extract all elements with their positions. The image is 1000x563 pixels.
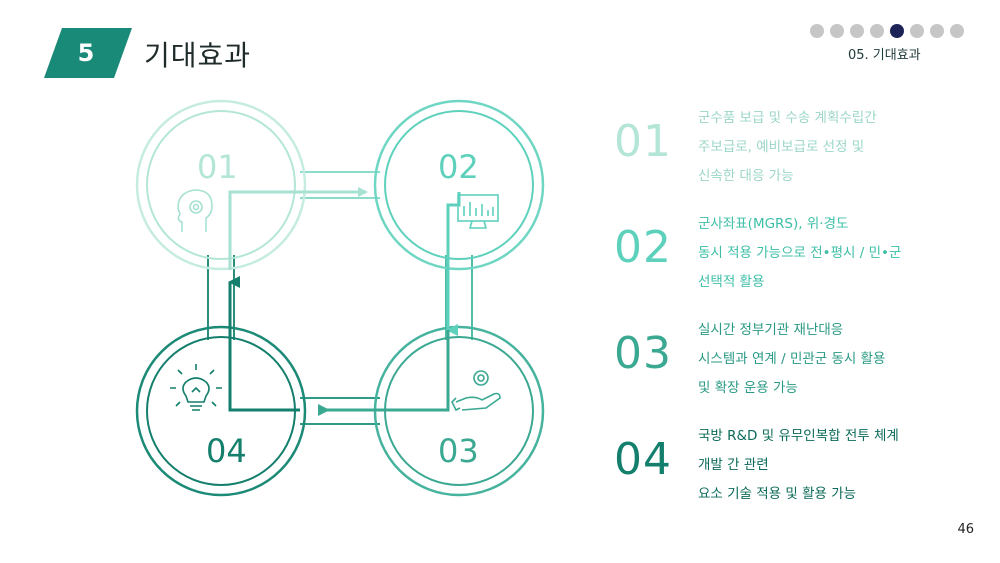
item-text-line: 주보급로, 예비보급로 선정 및 bbox=[698, 139, 865, 155]
item-text-line: 개발 간 관련 bbox=[698, 457, 769, 473]
node-01 bbox=[135, 99, 307, 271]
list-item: 04 국방 R&D 및 유무인복합 전투 체계 개발 간 관련 요소 기술 적용… bbox=[612, 418, 992, 502]
cycle-diagram: 01 02 03 04 bbox=[135, 99, 545, 497]
nav-dot[interactable] bbox=[930, 24, 944, 38]
item-number: 03 bbox=[614, 328, 672, 379]
item-text-line: 시스템과 연계 / 민관군 동시 활용 bbox=[698, 351, 886, 367]
item-text-line: 선택적 활용 bbox=[698, 274, 765, 290]
item-text-line: 및 확장 운용 가능 bbox=[698, 380, 798, 396]
item-number: 04 bbox=[614, 434, 672, 485]
item-number: 02 bbox=[614, 222, 672, 273]
head-gear-icon bbox=[177, 189, 213, 232]
connector-top bbox=[300, 171, 380, 199]
node-label-03: 03 bbox=[438, 432, 479, 470]
section-subtitle: 05. 기대효과 bbox=[848, 48, 921, 63]
section-badge: 5 bbox=[44, 28, 132, 78]
list-item: 03 실시간 정부기관 재난대응 시스템과 연계 / 민관군 동시 활용 및 확… bbox=[612, 312, 992, 396]
flow-arrow-4-1 bbox=[228, 276, 300, 412]
page-number: 46 bbox=[957, 522, 974, 537]
flow-arrow-3-4 bbox=[318, 330, 450, 416]
item-number: 01 bbox=[614, 116, 672, 167]
item-text-line: 군사좌표(MGRS), 위·경도 bbox=[698, 216, 849, 232]
list-item: 02 군사좌표(MGRS), 위·경도 동시 적용 가능으로 전•평시 / 민•… bbox=[612, 206, 992, 290]
node-label-02: 02 bbox=[438, 148, 479, 186]
item-text-line: 동시 적용 가능으로 전•평시 / 민•군 bbox=[698, 245, 902, 261]
nav-dot[interactable] bbox=[870, 24, 884, 38]
item-text-line: 실시간 정부기관 재난대응 bbox=[698, 322, 844, 338]
slide-nav-dots bbox=[810, 24, 964, 38]
nav-dot[interactable] bbox=[830, 24, 844, 38]
node-label-04: 04 bbox=[206, 432, 247, 470]
node-02 bbox=[373, 99, 545, 271]
lightbulb-icon bbox=[170, 364, 222, 411]
item-text-line: 군수품 보급 및 수송 계획수립간 bbox=[698, 110, 877, 126]
item-text-line: 요소 기술 적용 및 활용 가능 bbox=[698, 486, 857, 502]
connector-bottom bbox=[300, 397, 380, 425]
hand-gear-icon bbox=[451, 370, 501, 412]
flow-arrow-1-2 bbox=[228, 187, 368, 270]
nav-dot[interactable] bbox=[950, 24, 964, 38]
nav-dot-active[interactable] bbox=[890, 24, 904, 38]
nav-dot[interactable] bbox=[810, 24, 824, 38]
page-title: 기대효과 bbox=[144, 39, 252, 72]
item-text-line: 국방 R&D 및 유무인복합 전투 체계 bbox=[698, 428, 899, 444]
item-text-line: 신속한 대응 가능 bbox=[698, 168, 794, 184]
node-label-01: 01 bbox=[197, 148, 238, 186]
nav-dot[interactable] bbox=[850, 24, 864, 38]
flow-arrow-2-3 bbox=[446, 192, 461, 336]
section-number: 5 bbox=[77, 39, 95, 67]
list-item: 01 군수품 보급 및 수송 계획수립간 주보급로, 예비보급로 선정 및 신속… bbox=[612, 100, 992, 184]
monitor-chart-icon bbox=[457, 194, 499, 229]
nav-dot[interactable] bbox=[910, 24, 924, 38]
section-badge-shape bbox=[44, 28, 132, 78]
